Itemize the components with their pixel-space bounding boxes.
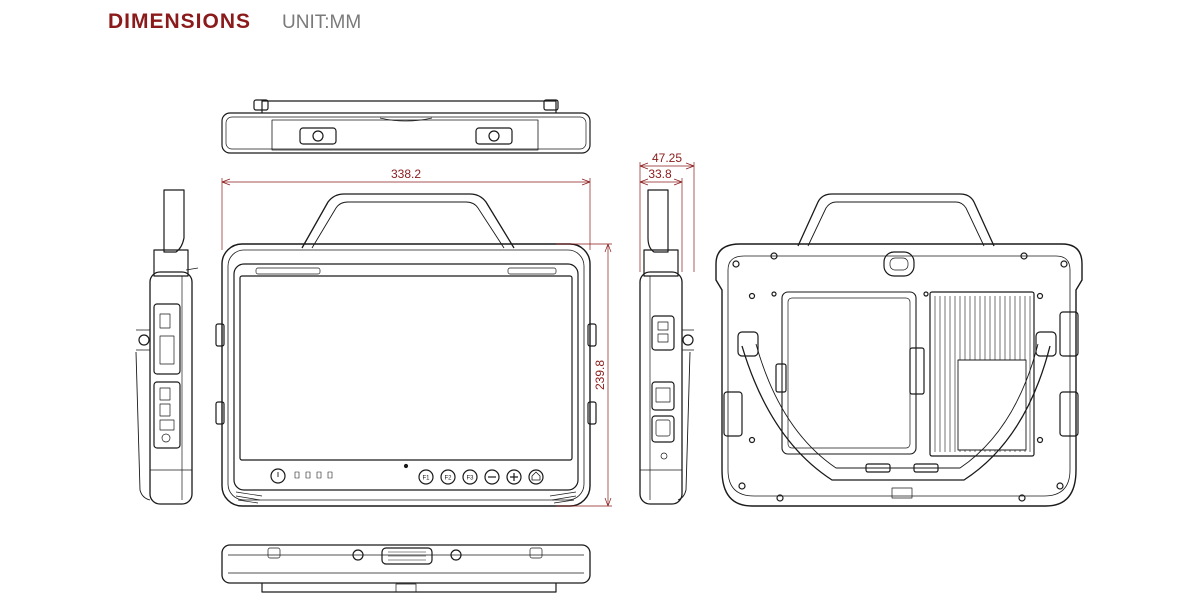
bottom-view xyxy=(221,544,591,593)
home-button xyxy=(528,469,544,485)
back-view xyxy=(715,193,1083,507)
minus-button xyxy=(484,469,500,485)
depth-total-dimension-label: 47.25 xyxy=(652,151,682,165)
page-title: DIMENSIONS xyxy=(108,10,252,33)
left-side-view xyxy=(135,189,199,505)
page-header: DIMENSIONS UNIT:MM xyxy=(108,10,361,40)
f2-button xyxy=(440,469,456,485)
f3-button xyxy=(462,469,478,485)
right-side-view xyxy=(639,189,694,505)
unit-label: UNIT:MM xyxy=(282,12,362,33)
f1-key-label: F1 xyxy=(422,476,430,482)
f2-key-label: F2 xyxy=(444,476,452,482)
plus-button xyxy=(506,469,522,485)
height-dimension-label: 239.8 xyxy=(593,360,607,390)
dimension-annotations xyxy=(221,162,695,507)
front-view: F1 F2 F3 xyxy=(215,193,597,507)
f3-key-label: F3 xyxy=(466,476,474,482)
f1-button xyxy=(418,469,434,485)
width-dimension-label: 338.2 xyxy=(391,167,421,181)
top-view xyxy=(221,99,591,154)
depth-body-dimension-label: 33.8 xyxy=(648,167,672,181)
